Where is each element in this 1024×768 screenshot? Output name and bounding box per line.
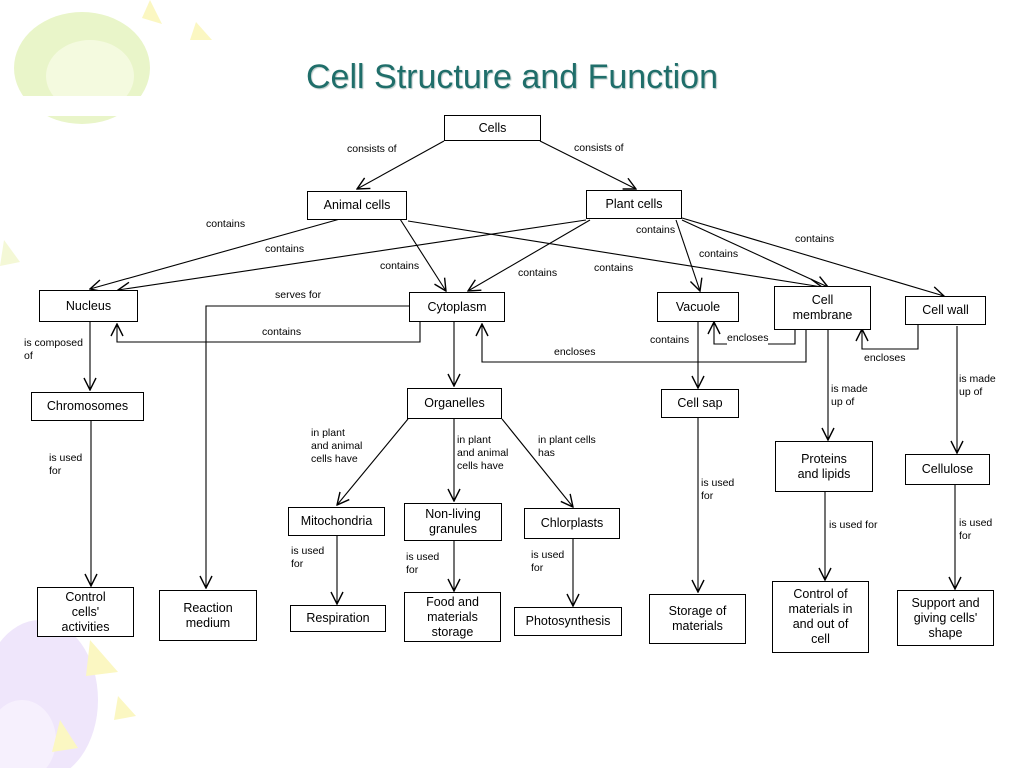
label-organelles-granules: in plant and animal cells have (457, 434, 509, 472)
label-cells-animal: consists of (347, 143, 397, 156)
label-proteins-control: is used for (829, 519, 878, 531)
node-nucleus: Nucleus (39, 290, 138, 322)
label-cells-plant: consists of (574, 142, 624, 155)
node-animal-cells: Animal cells (307, 191, 407, 220)
node-cytoplasm: Cytoplasm (409, 292, 505, 322)
label-mito-respiration: is used for (291, 545, 325, 570)
edge-organelles-mito (337, 418, 409, 505)
edge-plant-membrane (681, 219, 828, 287)
node-mitochondria: Mitochondria (288, 507, 385, 536)
node-cells: Cells (444, 115, 541, 141)
label-wall-cellulose: is made up of (959, 373, 996, 398)
node-chlorplasts: Chlorplasts (524, 508, 620, 539)
bottom-left-decoration (0, 620, 136, 768)
edge-plant-vacuole (675, 219, 700, 291)
label-chloro-photosynthesis: is used for (531, 549, 565, 574)
label-plant-membrane: contains (699, 248, 739, 261)
node-control-of-materials: Control of materials in and out of cell (772, 581, 869, 653)
label-chromosomes-control: is used for (49, 452, 83, 477)
node-vacuole: Vacuole (657, 292, 739, 322)
node-food-materials-storage: Food and materials storage (404, 592, 501, 642)
edge-membrane-cytoplasm (482, 324, 807, 363)
label-plant-nucleus: contains (265, 243, 305, 256)
label-animal-membrane: contains (594, 262, 634, 275)
label-granules-food: is used for (406, 551, 440, 576)
label-animal-nucleus: contains (206, 218, 246, 230)
edge-animal-membrane (407, 220, 822, 287)
label-cytoplasm-nucleus: contains (262, 326, 302, 338)
edge-cells-plant (539, 140, 636, 189)
label-nucleus-chromosomes: is composed of (24, 337, 83, 362)
label-membrane-proteins: is made up of (831, 383, 868, 408)
label-animal-cytoplasm: contains (380, 260, 420, 273)
label-organelles-chlorplasts: in plant cells has (538, 434, 596, 459)
node-photosynthesis: Photosynthesis (514, 607, 622, 636)
edge-plant-nucleus (118, 219, 587, 290)
node-organelles: Organelles (407, 388, 502, 419)
label-organelles-mitochondria: in plant and animal cells have (311, 427, 363, 465)
page-title: Cell Structure and Function (306, 58, 718, 96)
node-non-living-granules: Non-living granules (404, 503, 502, 541)
edge-wall-membrane (862, 322, 919, 350)
node-reaction-medium: Reaction medium (159, 590, 257, 641)
label-plant-vacuole: contains (636, 224, 676, 237)
label-membrane-vacuole: encloses (727, 332, 769, 345)
edge-organelles-chloro (501, 418, 573, 507)
edge-serves-for (206, 305, 410, 588)
node-cell-wall: Cell wall (905, 296, 986, 325)
node-respiration: Respiration (290, 605, 386, 632)
node-cell-membrane: Cell membrane (774, 286, 871, 330)
label-serves-for: serves for (275, 289, 322, 301)
label-wall-membrane: encloses (864, 352, 906, 364)
label-cellsap-storage: is used for (701, 477, 735, 502)
label-plant-wall: contains (795, 233, 835, 246)
node-proteins-and-lipids: Proteins and lipids (775, 441, 873, 492)
edge-animal-nucleus (90, 218, 341, 289)
node-support-cells-shape: Support and giving cells' shape (897, 590, 994, 646)
node-storage-of-materials: Storage of materials (649, 594, 746, 644)
edge-animal-cytoplasm (399, 218, 446, 291)
node-chromosomes: Chromosomes (31, 392, 144, 421)
node-cell-sap: Cell sap (661, 389, 739, 418)
edge-cells-animal (357, 140, 445, 189)
label-plant-cytoplasm: contains (518, 267, 558, 280)
node-cellulose: Cellulose (905, 454, 990, 485)
edge-plant-wall (681, 217, 944, 296)
node-control-cells-activities: Control cells' activities (37, 587, 134, 637)
node-plant-cells: Plant cells (586, 190, 682, 219)
label-membrane-cytoplasm: encloses (554, 346, 596, 358)
edge-plant-cytoplasm (468, 219, 591, 291)
label-cellulose-support: is used for (959, 517, 993, 542)
edge-cytoplasm-nucleus (117, 322, 421, 343)
label-vacuole-cellsap: contains (650, 334, 690, 346)
